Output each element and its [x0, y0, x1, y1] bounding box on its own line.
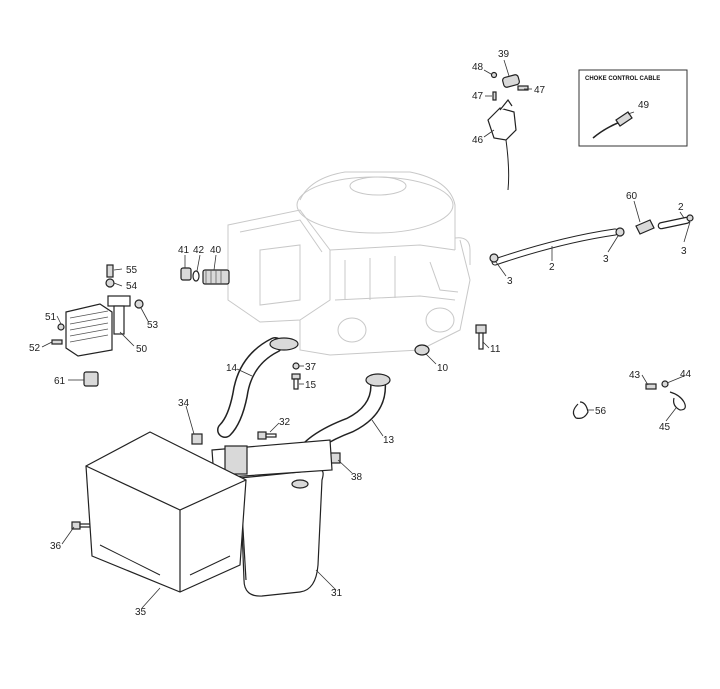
- callout-50: 50: [136, 344, 148, 355]
- callout-53: 53: [147, 320, 159, 331]
- callout-2-hose: 2: [549, 262, 555, 273]
- fuel-connector-group: [180, 267, 230, 285]
- callout-54: 54: [126, 281, 138, 292]
- callout-37: 37: [305, 362, 317, 373]
- callout-60: 60: [626, 191, 638, 202]
- callout-47-left: 47: [472, 91, 484, 102]
- callout-38: 38: [351, 472, 363, 483]
- callout-46: 46: [472, 135, 484, 146]
- exhaust-pipe-left: [217, 337, 299, 438]
- callout-14: 14: [226, 363, 238, 374]
- callout-42: 42: [193, 245, 205, 256]
- callout-39: 39: [498, 49, 510, 60]
- callout-13: 13: [383, 435, 395, 446]
- callout-2-right: 2: [678, 202, 684, 213]
- callout-51: 51: [45, 312, 57, 323]
- engine-outline: [227, 171, 471, 356]
- callout-45: 45: [659, 422, 671, 433]
- callout-61: 61: [54, 376, 66, 387]
- fuel-hose-assembly: [489, 214, 694, 266]
- callout-41: 41: [178, 245, 190, 256]
- callout-49: 49: [638, 100, 650, 111]
- callout-55: 55: [126, 265, 138, 276]
- callout-35: 35: [135, 607, 147, 618]
- callout-47-right: 47: [534, 85, 546, 96]
- voltage-regulator-group: [51, 264, 144, 357]
- bolt-and-nut: [414, 324, 487, 356]
- callout-15: 15: [305, 380, 317, 391]
- callout-43: 43: [629, 370, 641, 381]
- callout-34: 34: [178, 398, 190, 409]
- callout-11: 11: [490, 344, 501, 355]
- misc-small-parts: [83, 371, 686, 419]
- callout-44: 44: [680, 369, 692, 380]
- callout-40: 40: [210, 245, 222, 256]
- muffler-heat-shield: [85, 431, 247, 593]
- callout-36: 36: [50, 541, 62, 552]
- leader-lines: [41, 59, 691, 609]
- callout-labels: 39 48 47 47 46 49 60 2 3 3 3 2 41 42 40 …: [29, 49, 692, 618]
- callout-56: 56: [595, 406, 607, 417]
- fasteners: [71, 362, 341, 530]
- callout-31: 31: [331, 588, 343, 599]
- callout-3-mid: 3: [603, 254, 609, 265]
- choke-lever-assembly: [487, 71, 529, 191]
- callout-48: 48: [472, 62, 484, 73]
- muffler: [211, 439, 333, 597]
- callout-10: 10: [437, 363, 449, 374]
- callout-52: 52: [29, 343, 41, 354]
- callout-3-far-right: 3: [681, 246, 687, 257]
- inset-title: CHOKE CONTROL CABLE: [585, 76, 660, 82]
- choke-cable-inset: CHOKE CONTROL CABLE: [578, 69, 688, 147]
- callout-32: 32: [279, 417, 291, 428]
- callout-3-left: 3: [507, 276, 513, 287]
